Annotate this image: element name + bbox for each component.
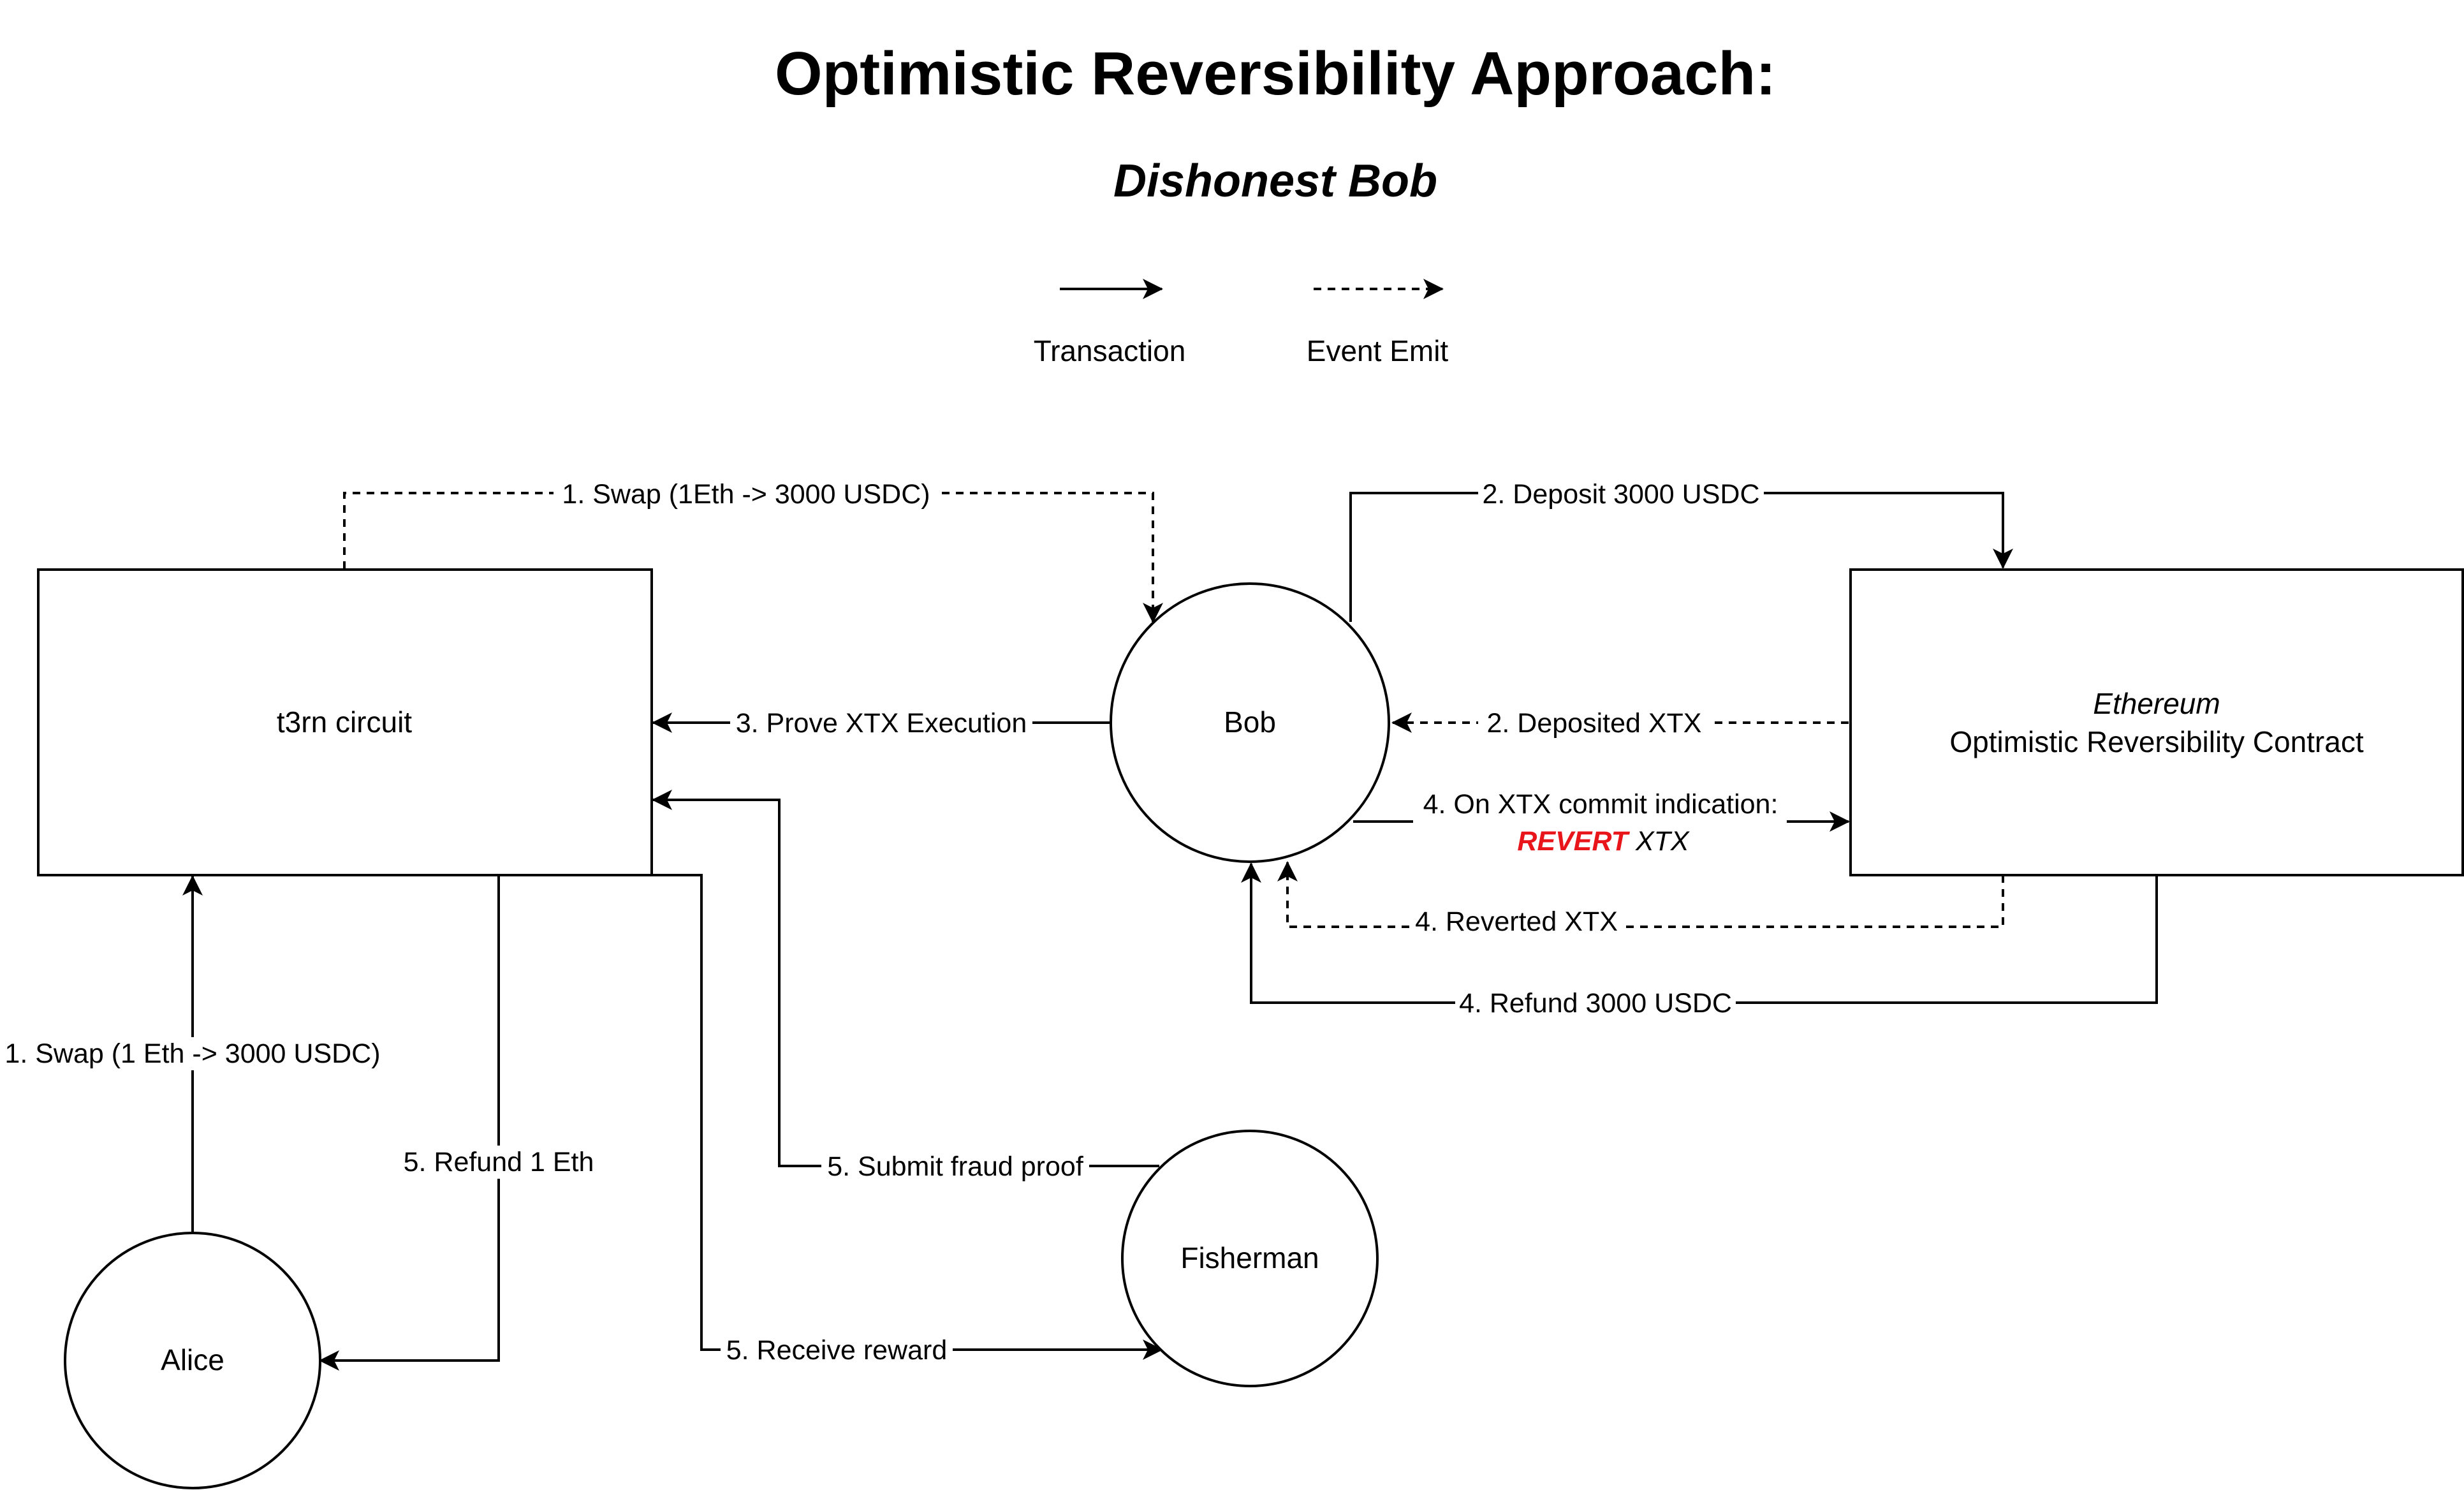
diagram-subtitle: Dishonest Bob — [1113, 156, 1437, 207]
edge-reward — [653, 874, 1163, 1360]
ethereum-label: Ethereum — [2093, 687, 2220, 720]
edge-swap-event-label: 1. Swap (1Eth -> 3000 USDC) — [562, 479, 930, 510]
legend: Transaction Event Emit — [1034, 279, 1449, 367]
edge-commit-label: 4. On XTX commit indication: — [1423, 789, 1778, 820]
edge-refund-usdc — [1241, 862, 2158, 1004]
node-bob: Bob — [1110, 582, 1390, 863]
node-t3rn-circuit: t3rn circuit — [37, 568, 653, 876]
bob-label: Bob — [1224, 705, 1276, 739]
edge-fraud-proof — [652, 790, 1159, 1167]
t3rn-circuit-label: t3rn circuit — [277, 705, 412, 739]
node-alice: Alice — [64, 1232, 321, 1489]
alice-label: Alice — [161, 1343, 224, 1376]
legend-event-emit-label: Event Emit — [1307, 334, 1449, 367]
edge-reverted-event-label: 4. Reverted XTX — [1415, 906, 1618, 937]
edge-alice-swap-label: 1. Swap (1 Eth -> 3000 USDC) — [4, 1038, 380, 1069]
node-fisherman: Fisherman — [1121, 1130, 1379, 1387]
edge-fraud-proof-label: 5. Submit fraud proof — [827, 1151, 1084, 1182]
fisherman-label: Fisherman — [1180, 1241, 1319, 1274]
edge-reverted-event — [1277, 861, 2004, 928]
revert-xtx-text: XTX — [1628, 826, 1690, 857]
edge-prove-label: 3. Prove XTX Execution — [736, 708, 1027, 739]
diagram-title: Optimistic Reversibility Approach: — [775, 40, 1776, 108]
edge-reward-label: 5. Receive reward — [726, 1335, 948, 1366]
legend-transaction-label: Transaction — [1034, 334, 1186, 367]
contract-label: Optimistic Reversibility Contract — [1949, 725, 2363, 758]
edge-refund-usdc-label: 4. Refund 3000 USDC — [1459, 988, 1732, 1019]
node-ethereum-contract: Ethereum Optimistic Reversibility Contra… — [1849, 568, 2464, 876]
edge-commit-revert-label: REVERT XTX — [1517, 826, 1690, 857]
edge-deposited-event-label: 2. Deposited XTX — [1486, 708, 1701, 739]
edge-deposit-label: 2. Deposit 3000 USDC — [1483, 479, 1760, 510]
edge-refund-eth — [319, 875, 500, 1371]
edge-refund-eth-label: 5. Refund 1 Eth — [404, 1147, 594, 1177]
revert-keyword: REVERT — [1517, 826, 1630, 857]
